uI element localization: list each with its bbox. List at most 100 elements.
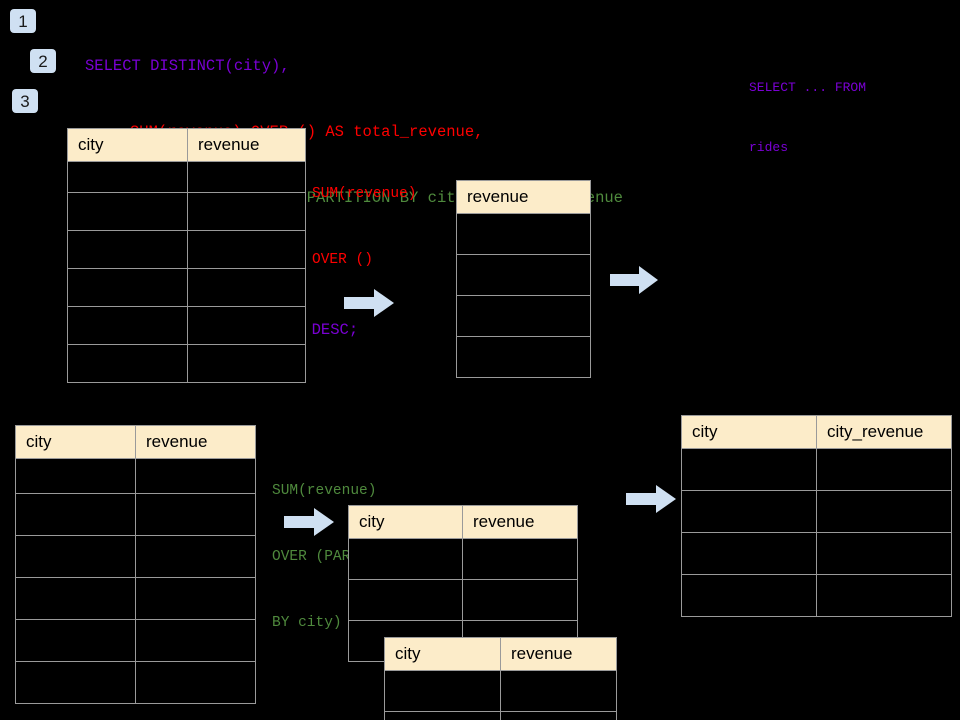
- cell-revenue: [456, 336, 591, 378]
- arrow-total-to-result-icon: [610, 266, 658, 294]
- step-badge-1: 1: [10, 9, 36, 33]
- cell-city: [15, 458, 136, 494]
- table-row: [681, 574, 952, 617]
- table-header-row: city revenue: [67, 128, 306, 162]
- sql-line-select: SELECT DISTINCT(city),: [85, 57, 290, 75]
- table-row: [681, 490, 952, 533]
- table-row: [67, 344, 306, 383]
- column-header-revenue: revenue: [462, 505, 578, 539]
- table-row: [15, 458, 256, 494]
- table-row: [67, 230, 306, 269]
- partition-group-table-b-body: [384, 670, 617, 720]
- cell-revenue: [462, 538, 578, 580]
- table-row: [15, 661, 256, 704]
- cell-city: [67, 344, 188, 383]
- cell-city: [681, 448, 817, 491]
- column-header-city-revenue: city_revenue: [816, 415, 952, 449]
- cell-city-revenue: [816, 532, 952, 575]
- cell-city: [681, 490, 817, 533]
- arrow-partition-to-result-icon: [626, 485, 676, 513]
- table-header-row: city city_revenue: [681, 415, 952, 449]
- annotation-total-revenue: SUM(revenue) OVER (): [312, 139, 416, 315]
- cell-city: [67, 161, 188, 193]
- column-header-revenue: revenue: [500, 637, 617, 671]
- cell-city-revenue: [816, 448, 952, 491]
- cell-city-revenue: [816, 574, 952, 617]
- cell-revenue: [135, 619, 256, 662]
- table-row: [15, 577, 256, 620]
- table-row: [456, 213, 591, 255]
- step-badge-2: 2: [30, 49, 56, 73]
- cell-city: [15, 619, 136, 662]
- annotation-city-revenue: SUM(revenue) OVER (PARTITION BY city): [272, 436, 403, 678]
- city-revenue-result-table-body: [681, 448, 952, 617]
- sql-side-note: SELECT ... FROM rides: [749, 38, 866, 198]
- cell-city: [67, 268, 188, 307]
- cell-revenue: [135, 458, 256, 494]
- cell-revenue: [187, 344, 306, 383]
- table-row: [67, 306, 306, 345]
- rides-source-table-partition: city revenue: [15, 425, 256, 704]
- column-header-city: city: [681, 415, 817, 449]
- step-badge-2-label: 2: [38, 51, 48, 71]
- cell-revenue: [135, 493, 256, 536]
- rides-source-table: city revenue: [67, 128, 306, 383]
- cell-city: [348, 538, 463, 580]
- total-revenue-table: revenue: [456, 180, 591, 378]
- table-header-row: revenue: [456, 180, 591, 214]
- cell-city: [15, 577, 136, 620]
- cell-city: [384, 711, 501, 720]
- table-row: [15, 619, 256, 662]
- cell-revenue: [135, 535, 256, 578]
- partition-group-table-b: city revenue: [384, 637, 617, 720]
- table-row: [681, 448, 952, 491]
- column-header-city: city: [15, 425, 136, 459]
- annotation-total-revenue-line1: SUM(revenue): [312, 186, 417, 202]
- cell-city: [15, 661, 136, 704]
- table-row: [348, 579, 578, 621]
- column-header-city: city: [384, 637, 501, 671]
- cell-city: [15, 493, 136, 536]
- table-header-row: city revenue: [384, 637, 617, 671]
- table-row: [384, 670, 617, 712]
- table-row: [67, 268, 306, 307]
- cell-revenue: [456, 254, 591, 296]
- rides-source-table-body: [67, 161, 306, 383]
- table-row: [67, 192, 306, 231]
- cell-revenue: [135, 661, 256, 704]
- table-row: [681, 532, 952, 575]
- table-row: [348, 538, 578, 580]
- cell-revenue: [187, 192, 306, 231]
- cell-revenue: [187, 161, 306, 193]
- table-header-row: city revenue: [15, 425, 256, 459]
- sql-side-note-line1: SELECT ... FROM: [749, 80, 867, 95]
- cell-city: [681, 574, 817, 617]
- sql-side-note-line2: rides: [749, 140, 789, 155]
- cell-city: [67, 230, 188, 269]
- cell-revenue: [456, 295, 591, 337]
- total-revenue-table-body: [456, 213, 591, 378]
- cell-city: [384, 670, 501, 712]
- cell-revenue: [456, 213, 591, 255]
- table-row: [456, 254, 591, 296]
- city-revenue-result-table: city city_revenue: [681, 415, 952, 617]
- column-header-revenue: revenue: [187, 128, 306, 162]
- step-badge-1-label: 1: [18, 11, 28, 31]
- cell-city: [67, 306, 188, 345]
- annotation-total-revenue-line2: OVER (): [312, 252, 373, 268]
- cell-city: [15, 535, 136, 578]
- annotation-city-revenue-line1: SUM(revenue): [272, 483, 377, 499]
- cell-revenue: [135, 577, 256, 620]
- rides-source-table-partition-body: [15, 458, 256, 704]
- table-row: [384, 711, 617, 720]
- cell-revenue: [462, 579, 578, 621]
- table-header-row: city revenue: [348, 505, 578, 539]
- column-header-revenue: revenue: [135, 425, 256, 459]
- column-header-revenue: revenue: [456, 180, 591, 214]
- cell-city: [67, 192, 188, 231]
- cell-revenue: [500, 711, 617, 720]
- table-row: [15, 493, 256, 536]
- annotation-city-revenue-line3: BY city): [272, 615, 342, 631]
- arrow-source-to-partition-icon: [284, 508, 334, 536]
